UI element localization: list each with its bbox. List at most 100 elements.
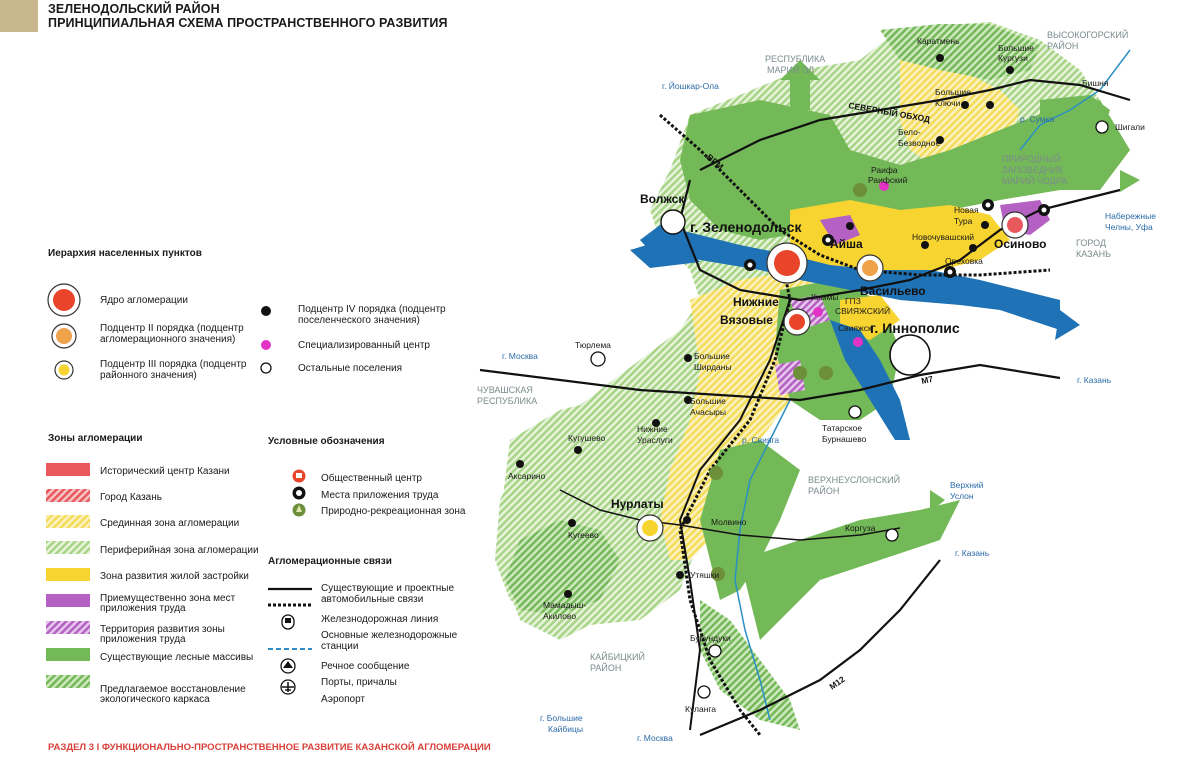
svg-text:ЧУВАШСКАЯ: ЧУВАШСКАЯ	[477, 385, 533, 395]
svg-text:Свияжск: Свияжск	[838, 323, 872, 333]
svg-text:Ачасыры: Ачасыры	[690, 407, 726, 417]
legend-zone-6: Территория развития зоны приложения труд…	[100, 624, 225, 645]
road-north-ring	[699, 78, 1131, 171]
swatch-forest	[46, 648, 90, 661]
swatch-eco	[46, 675, 90, 688]
road-south	[678, 299, 791, 731]
railway-south	[678, 249, 792, 736]
svg-text:Волжск: Волжск	[640, 192, 685, 206]
svg-text:Акилово: Акилово	[543, 611, 576, 621]
legend-links-title: Агломерационные связи	[268, 556, 392, 567]
arrow-ne-green	[1120, 170, 1140, 192]
legend-zone-7: Существующие лесные массивы	[100, 652, 254, 663]
swatch-work	[46, 594, 90, 607]
forest-top	[880, 24, 1040, 80]
svg-text:РЕСПУБЛИКА: РЕСПУБЛИКА	[477, 396, 537, 406]
swatch-housing	[46, 568, 90, 581]
svg-text:г. Большие: г. Большие	[540, 713, 583, 723]
svg-text:Большие: Большие	[935, 87, 971, 97]
svg-text:р. Свияга: р. Свияга	[742, 435, 779, 445]
volga-south-channel	[830, 320, 910, 440]
svg-text:Большие: Большие	[694, 351, 730, 361]
district-map: РЕСПУБЛИКА МАРИЙ ЭЛ ВЫСОКОГОРСКИЙ РАЙОН …	[477, 22, 1156, 743]
legend-zone-3: Периферийная зона агломерации	[100, 545, 259, 556]
sumka-river	[1019, 49, 1131, 151]
osinovo-fill	[1007, 217, 1023, 233]
city-labels: г. Зеленодольск Волжск г. Иннополис Айша…	[611, 192, 1047, 511]
forest-south-ribbon	[700, 600, 800, 730]
svg-text:Бишня: Бишня	[1082, 78, 1109, 88]
volga-left	[630, 235, 700, 268]
hierarchy-symbols-2	[260, 306, 272, 374]
legend-zone-4: Зона развития жилой застройки	[100, 571, 249, 582]
forest-north	[680, 100, 1130, 240]
svg-text:г. Москва: г. Москва	[637, 733, 673, 743]
sub2-icon	[56, 328, 72, 344]
recreation-points	[709, 183, 867, 581]
village-labels: Каратмень Большие Кургузи Бишня Большие …	[508, 36, 1145, 714]
legend-specialized: Специализированный центр	[298, 340, 430, 351]
svg-text:Куланга: Куланга	[685, 704, 716, 714]
svg-text:Айша: Айша	[830, 237, 863, 251]
svg-text:Молвино: Молвино	[711, 517, 747, 527]
svg-text:Коргуза: Коргуза	[845, 523, 876, 533]
legend-zone-0: Исторический центр Казани	[100, 466, 230, 477]
svg-text:Раифский: Раифский	[868, 175, 908, 185]
svg-text:РАЙОН: РАЙОН	[1047, 40, 1078, 51]
svg-text:Осиново: Осиново	[994, 237, 1047, 251]
legend-recreation: Природно-рекреационная зона	[321, 506, 466, 517]
svg-text:МАРИЙ ЭЛ: МАРИЙ ЭЛ	[767, 64, 814, 75]
arrow-north-green	[780, 60, 820, 110]
svg-text:ГПЗ: ГПЗ	[845, 296, 861, 306]
svg-text:М7: М7	[920, 374, 934, 386]
svg-text:г. Зеленодольск: г. Зеленодольск	[690, 219, 802, 235]
legend-symbols-title: Условные обозначения	[268, 436, 385, 447]
zone-swatches	[46, 463, 90, 688]
svg-text:Нижние: Нижние	[733, 295, 779, 309]
other-points	[590, 120, 1109, 699]
svg-text:ВЫСОКОГОРСКИЙ: ВЫСОКОГОРСКИЙ	[1047, 29, 1128, 40]
svg-text:ГОРОД: ГОРОД	[1076, 238, 1106, 248]
svg-text:КАЙБИЦКИЙ: КАЙБИЦКИЙ	[590, 651, 645, 662]
svg-text:Тюрлема: Тюрлема	[575, 340, 611, 350]
sub4-points	[516, 54, 1014, 598]
swatch-mid	[46, 515, 90, 528]
links-icons	[268, 587, 312, 695]
svg-text:Ключи: Ключи	[935, 98, 961, 108]
legend-zone-5: Приемущественно зона мест приложения тру…	[100, 593, 236, 614]
svg-text:г. Казань: г. Казань	[955, 548, 990, 558]
svg-text:Бело-: Бело-	[898, 127, 921, 137]
svg-text:Новочувашский: Новочувашский	[912, 232, 974, 242]
svg-text:Киммы: Киммы	[811, 292, 839, 302]
svg-text:СВИЯЖСКИЙ: СВИЯЖСКИЙ	[835, 305, 890, 316]
legend-core: Ядро агломерации	[100, 295, 188, 306]
volzhsk-marker	[660, 209, 686, 235]
svg-text:М12: М12	[827, 674, 847, 692]
specialized-icon	[261, 340, 271, 350]
svg-text:Вязовые: Вязовые	[720, 313, 773, 327]
arrow-east	[1055, 310, 1080, 340]
railway-north	[659, 113, 1051, 277]
svg-text:Набережные: Набережные	[1105, 211, 1156, 221]
page-title: ЗЕЛЕНОДОЛЬСКИЙ РАЙОН ПРИНЦИПИАЛЬНАЯ СХЕМ…	[48, 2, 448, 30]
vasilevo-fill	[862, 260, 878, 276]
forest-se-strip	[740, 500, 960, 640]
footer-section: РАЗДЕЛ 3 I ФУНКЦИОНАЛЬНО-ПРОСТРАНСТВЕННО…	[48, 742, 491, 753]
volga-river	[640, 225, 1060, 330]
road-m12	[699, 559, 941, 737]
hierarchy-symbols	[47, 283, 81, 380]
swatch-work-dev	[46, 621, 90, 634]
specialized-points	[813, 181, 889, 347]
svg-text:Мамадыш-: Мамадыш-	[543, 600, 586, 610]
svg-text:ВЕРХНЕУСЛОНСКИЙ: ВЕРХНЕУСЛОНСКИЙ	[808, 474, 900, 485]
legend-zone-1: Город Казань	[100, 492, 162, 503]
svg-text:ЗАПОВЕДНИК: ЗАПОВЕДНИК	[1002, 165, 1064, 175]
svg-text:Раифа: Раифа	[871, 165, 898, 175]
svg-text:Тура: Тура	[954, 216, 973, 226]
sub3-icon	[58, 364, 70, 376]
svg-text:Урaслуги: Урaслуги	[637, 435, 673, 445]
legend-hierarchy-title: Иерархия населенных пунктов	[48, 248, 202, 259]
